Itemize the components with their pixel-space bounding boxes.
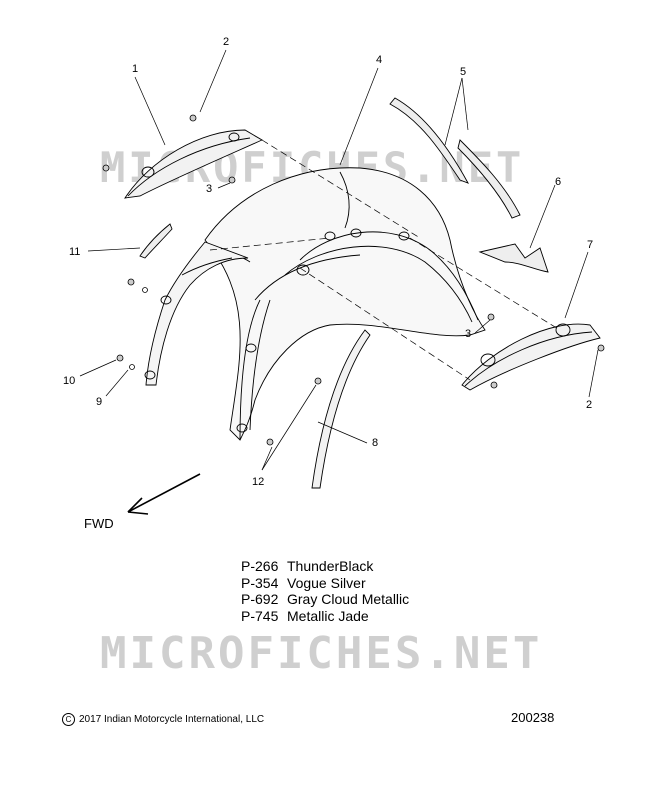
legend-row: P-266 ThunderBlack <box>241 558 409 575</box>
color-code: P-745 <box>241 607 279 624</box>
callout-4: 4 <box>376 54 383 66</box>
callout-5: 5 <box>460 66 467 78</box>
color-name: Vogue Silver <box>287 574 366 591</box>
callout-8: 8 <box>372 437 379 449</box>
copyright-text: 2017 Indian Motorcycle International, LL… <box>79 714 265 726</box>
callout-9: 9 <box>96 396 103 408</box>
color-legend: P-266 ThunderBlack P-354 Vogue Silver P-… <box>241 558 409 624</box>
color-name: ThunderBlack <box>287 558 374 574</box>
callout-11: 11 <box>69 246 81 258</box>
color-code: P-266 <box>241 558 279 574</box>
color-code: P-692 <box>241 591 279 607</box>
strip-8 <box>311 329 371 489</box>
document-number: 200238 <box>511 710 555 725</box>
left-tip-trim <box>124 129 263 199</box>
callout-10: 10 <box>63 375 76 387</box>
fwd-arrow <box>127 473 201 515</box>
strip-11 <box>139 223 173 259</box>
strip-5a <box>389 97 469 184</box>
callout-3-left: 3 <box>206 183 213 195</box>
legend-row: P-745 Metallic Jade <box>241 608 409 625</box>
legend-row: P-354 Vogue Silver <box>241 575 409 592</box>
callout-3-right: 3 <box>465 328 472 340</box>
copyright-notice: C 2017 Indian Motorcycle International, L… <box>62 713 264 726</box>
watermark-bottom: MICROFICHES.NET <box>100 628 543 679</box>
color-name: Gray Cloud Metallic <box>287 591 410 607</box>
callout-1: 1 <box>132 63 139 75</box>
fender-front-panel <box>144 241 249 386</box>
copyright-icon: C <box>62 713 75 726</box>
bolts <box>102 114 605 446</box>
rear-fender <box>204 167 486 441</box>
callout-6: 6 <box>555 176 562 188</box>
fwd-label: FWD <box>84 516 114 531</box>
callout-2-top: 2 <box>223 36 230 48</box>
legend-row: P-692 Gray Cloud Metallic <box>241 591 409 608</box>
bracket-6 <box>478 243 549 273</box>
color-code: P-354 <box>241 574 279 591</box>
right-tip-trim <box>461 323 601 391</box>
callout-2-right: 2 <box>586 399 593 411</box>
callout-7: 7 <box>587 239 594 251</box>
strip-5b <box>457 139 521 219</box>
callout-12: 12 <box>252 476 265 488</box>
color-name: Metallic Jade <box>287 607 369 624</box>
